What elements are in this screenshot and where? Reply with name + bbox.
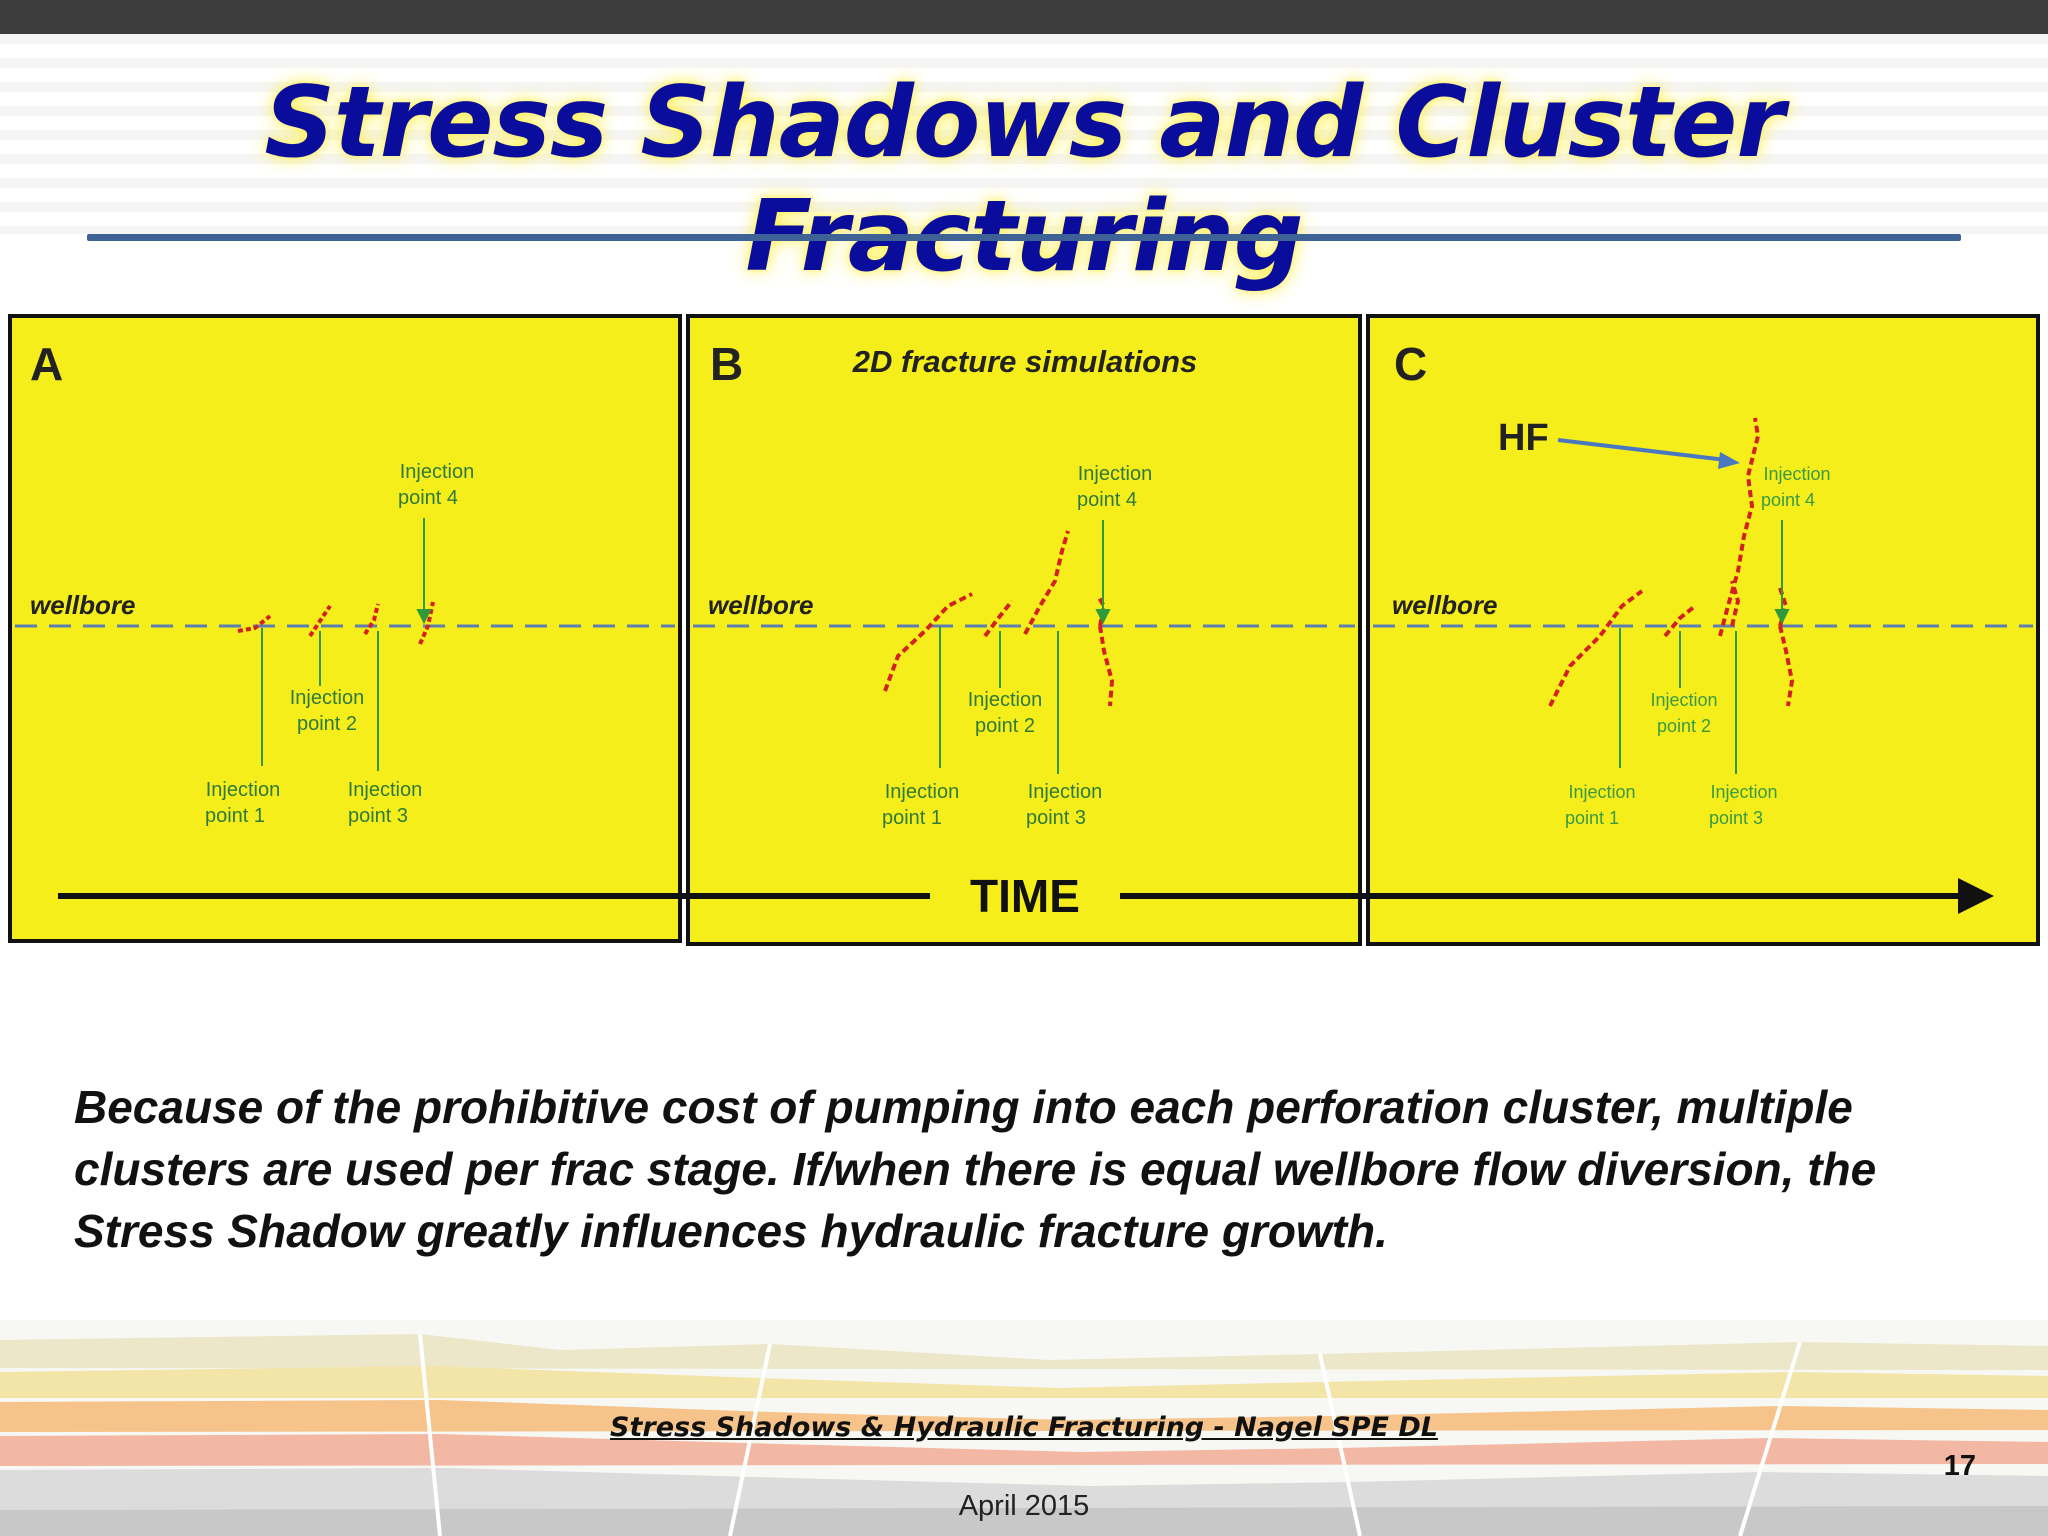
time-arrow: TIME [58, 870, 1994, 922]
footer-title: Stress Shadows & Hydraulic Fracturing - … [610, 1412, 1438, 1443]
panel-c-fracture-4 [1778, 625, 1795, 707]
page-number: 17 [1943, 1450, 1976, 1482]
panel-c-labels: Injection point 1 Injection point 2 Inje… [1565, 464, 1831, 828]
panel-a-p1-line2: point 1 [205, 805, 265, 827]
time-arrow-head [1958, 878, 1994, 914]
panel-a: A wellbore Injection point 1 Inje [8, 314, 682, 943]
panel-a-background [8, 314, 682, 943]
panel-c: C wellbore HF Inje [1366, 314, 2040, 946]
panel-c-p4-line2: point 4 [1761, 490, 1815, 510]
fracture-figure-svg: A wellbore Injection point 1 Inje [8, 314, 2040, 946]
panel-b-p2-line2: point 2 [975, 715, 1035, 737]
fracture-figure: A wellbore Injection point 1 Inje [0, 306, 2048, 952]
panel-a-fracture-3 [363, 603, 380, 636]
panel-b-wellbore-label: wellbore [708, 590, 813, 620]
panel-a-fracture-2 [308, 604, 332, 638]
panel-c-p1-line2: point 1 [1565, 808, 1619, 828]
panel-c-leaders [1619, 520, 1790, 774]
hf-arrow-shaft [1557, 438, 1727, 462]
panel-b-p2-line1: Injection [968, 689, 1043, 711]
panel-c-fracture-3b [1730, 580, 1741, 627]
footer-decoration [0, 1320, 2048, 1536]
panel-c-p2-line2: point 2 [1657, 716, 1711, 736]
panel-b-fracture-1 [883, 592, 973, 692]
panel-c-p3-line2: point 3 [1709, 808, 1763, 828]
top-bar [0, 0, 2048, 34]
panel-a-fracture-4 [418, 601, 435, 645]
panel-b-background [686, 314, 1362, 946]
panel-b-fracture-3 [1023, 530, 1070, 635]
footer-stripes [0, 1320, 2048, 1536]
panel-a-leader-4-arrowhead [416, 609, 432, 625]
panel-a-fractures [237, 601, 435, 645]
panel-c-fracture-2 [1663, 604, 1697, 638]
body-text: Because of the prohibitive cost of pumpi… [74, 1081, 1877, 1257]
panel-a-leaders [261, 518, 432, 771]
panel-a-letter: A [30, 338, 63, 390]
panel-a-fracture-1 [237, 614, 272, 633]
panel-b-leader-4-arrowhead [1095, 609, 1111, 625]
panel-b-p4-line1: Injection [1078, 463, 1153, 485]
panel-c-background [1366, 314, 2040, 946]
panel-c-p1-line1: Injection [1568, 782, 1635, 802]
panel-c-leader-4-arrowhead [1774, 609, 1790, 625]
slide-title: Stress Shadows and Cluster Fracturing [264, 66, 1784, 294]
figure-caption: 2D fracture simulations [852, 344, 1198, 379]
panel-a-p4-line2: point 4 [398, 487, 458, 509]
panel-a-p3-line2: point 3 [348, 805, 408, 827]
panel-b-p3-line2: point 3 [1026, 807, 1086, 829]
panel-c-p4-line1: Injection [1763, 464, 1830, 484]
panel-b-letter: B [710, 338, 743, 390]
panel-c-letter: C [1394, 338, 1427, 390]
panel-c-p3-line1: Injection [1710, 782, 1777, 802]
footer-date: April 2015 [958, 1490, 1090, 1522]
panel-c-p2-line1: Injection [1650, 690, 1717, 710]
title-underline [87, 234, 1961, 241]
hf-label: HF [1498, 417, 1549, 459]
panel-a-p1-line1: Injection [206, 779, 281, 801]
panel-c-fracture-1 [1548, 589, 1644, 707]
panel-c-wellbore-label: wellbore [1392, 590, 1497, 620]
panel-b-fracture-4 [1098, 625, 1115, 707]
title-band [0, 34, 2048, 234]
panel-a-labels: Injection point 1 Injection point 2 Inje… [205, 461, 474, 827]
panel-a-wellbore-label: wellbore [30, 590, 135, 620]
panel-c-fracture-3 [1718, 417, 1761, 637]
panel-b-fracture-2 [983, 599, 1014, 638]
panel-a-p4-line1: Injection [400, 461, 475, 483]
panel-a-p2-line2: point 2 [297, 713, 357, 735]
panel-b-leaders [939, 520, 1111, 774]
panel-b-labels: Injection point 1 Injection point 2 Inje… [882, 463, 1152, 829]
hf-arrow-head [1718, 452, 1740, 469]
panel-b: B 2D fracture simulations wellbore Injec… [686, 314, 1362, 946]
panel-a-p3-line1: Injection [348, 779, 423, 801]
panel-b-p1-line1: Injection [885, 781, 960, 803]
panel-a-p2-line1: Injection [290, 687, 365, 709]
time-label: TIME [970, 870, 1080, 922]
panel-b-p3-line1: Injection [1028, 781, 1103, 803]
panel-b-p4-line2: point 4 [1077, 489, 1137, 511]
panel-b-p1-line2: point 1 [882, 807, 942, 829]
